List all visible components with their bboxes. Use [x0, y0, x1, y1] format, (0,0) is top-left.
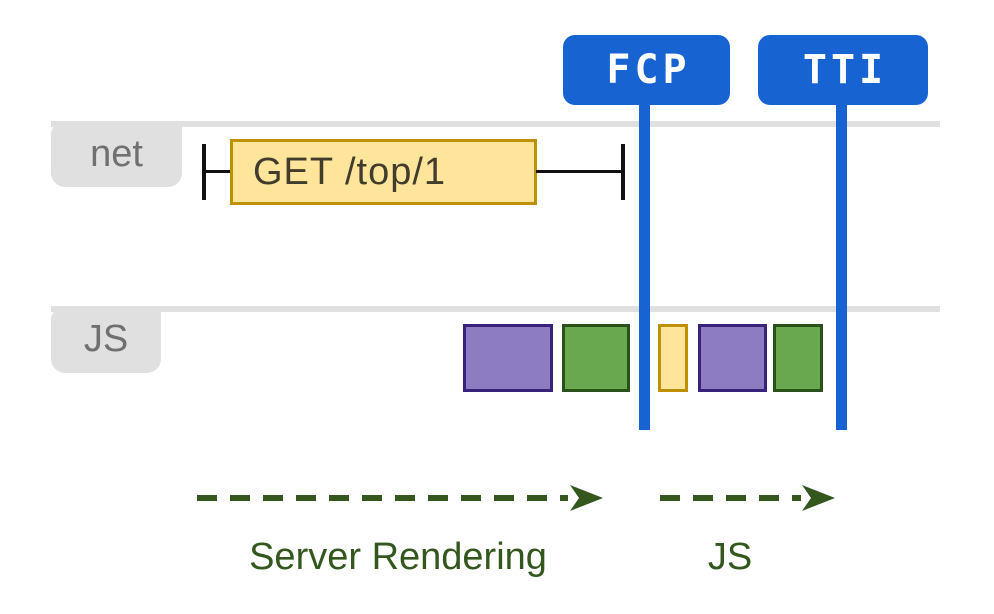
fcp-marker-line: [639, 100, 650, 430]
tti-marker-line: [836, 100, 847, 430]
js-task-block-green: [562, 324, 630, 392]
request-connector-left: [205, 170, 231, 173]
js-task-block-yellow: [658, 324, 688, 392]
arrow-head-icon: [570, 485, 603, 511]
arrow-head-icon: [802, 485, 835, 511]
net-lane-label: net: [90, 132, 143, 175]
network-request-label: GET /top/1: [253, 150, 447, 193]
js-arrow: [660, 485, 835, 511]
request-whisker-left: [202, 144, 206, 200]
fcp-marker-label: FCP: [606, 47, 691, 93]
js-lane-label: JS: [83, 318, 129, 360]
js-task-block-green: [773, 324, 823, 392]
net-lane-tab: net: [51, 121, 182, 187]
request-connector-right: [536, 170, 622, 173]
js-lane-tab: JS: [51, 306, 161, 373]
js-phase-label: JS: [707, 536, 753, 578]
tti-marker-badge: TTI: [758, 35, 928, 105]
server-rendering-arrow: [197, 485, 603, 511]
server-rendering-phase-label: Server Rendering: [249, 536, 547, 578]
request-whisker-right: [621, 144, 625, 200]
tti-marker-label: TTI: [802, 47, 888, 93]
js-lane-line: [51, 306, 940, 312]
network-request-bar: GET /top/1: [230, 139, 537, 205]
fcp-marker-badge: FCP: [563, 35, 730, 105]
js-task-block-purple: [463, 324, 553, 392]
net-lane-line: [51, 121, 940, 127]
js-task-block-purple: [698, 324, 767, 392]
